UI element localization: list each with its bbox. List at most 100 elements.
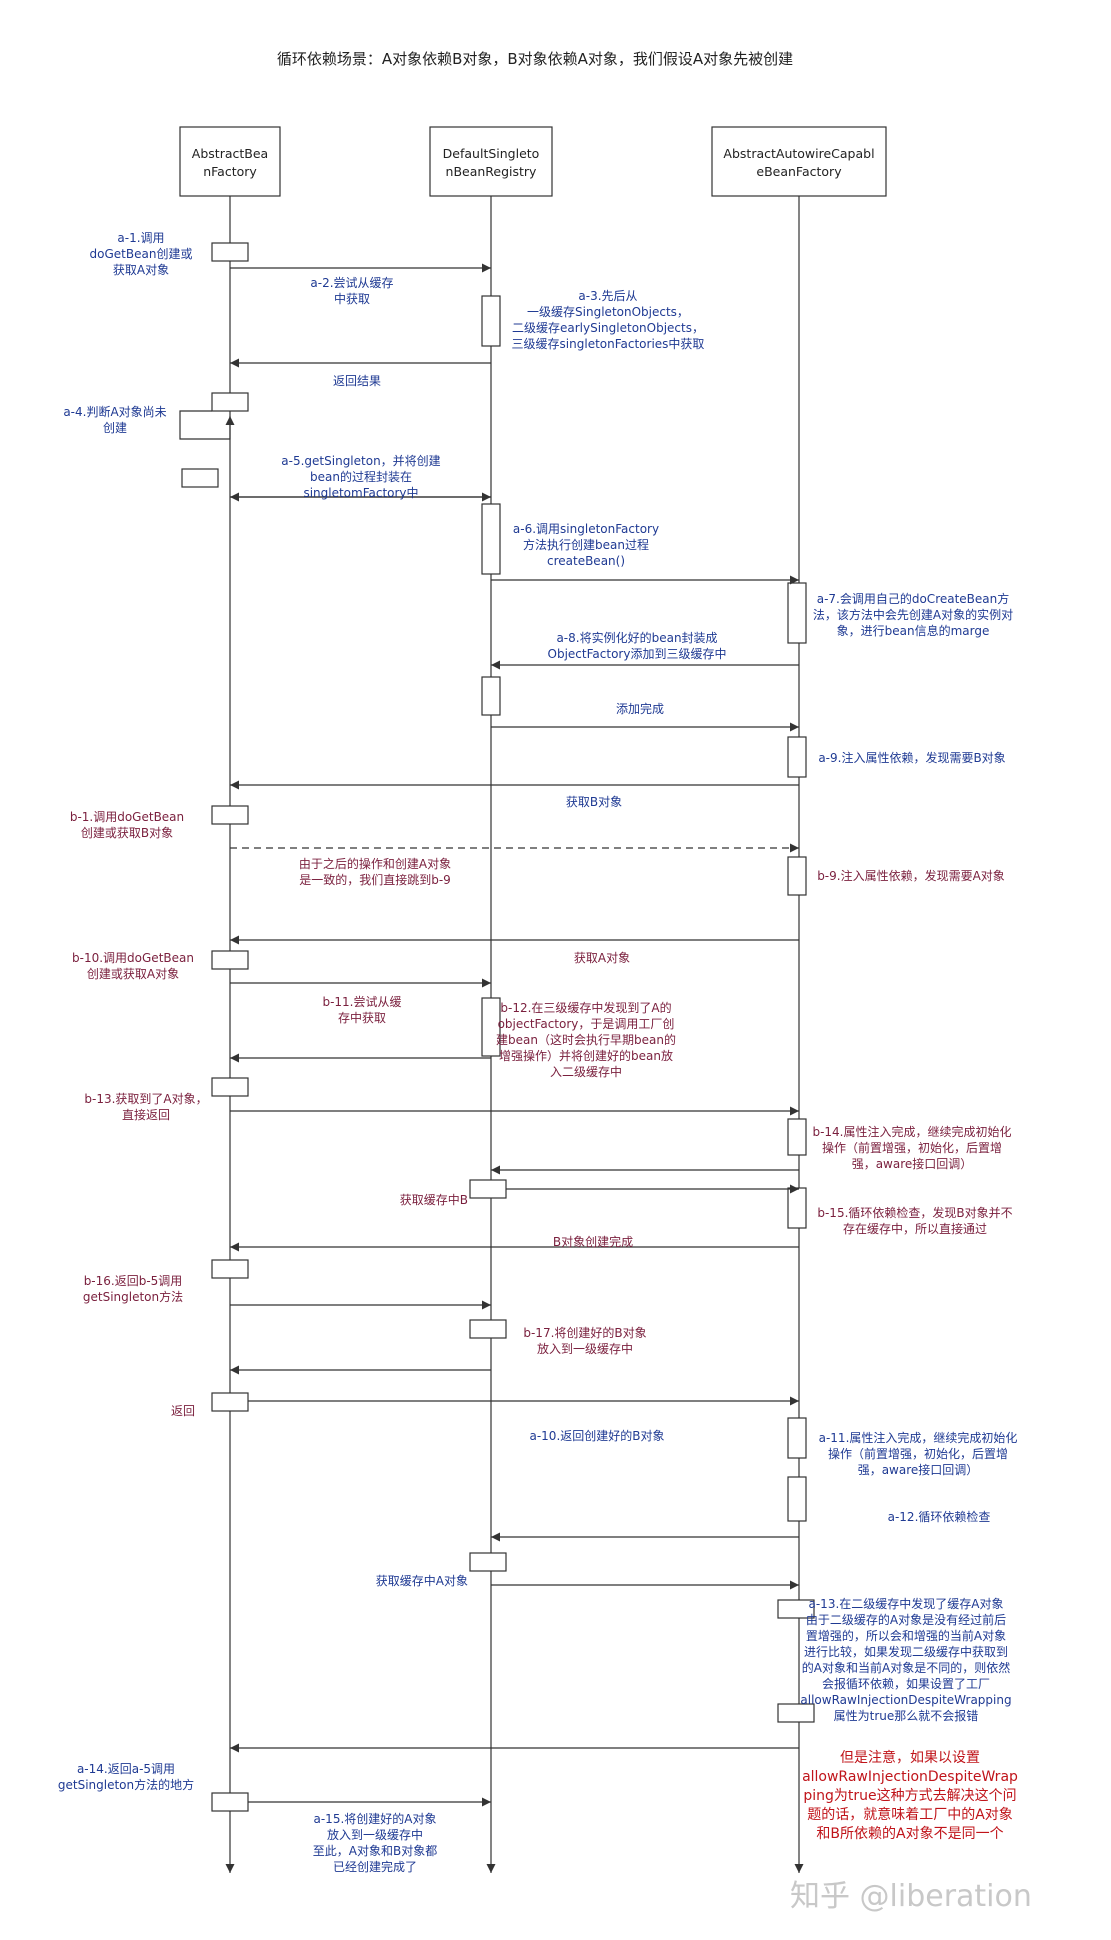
message-label-line: 获取A对象 [113,263,169,277]
message-label-line: createBean() [547,554,625,568]
message-label-a-2: a-2.尝试从缓存中获取 [310,275,393,306]
participant-label: AbstractAutowireCapabl [723,146,874,161]
message-label-line: 创建或获取B对象 [81,826,173,840]
participant-label: nBeanRegistry [446,164,538,179]
message-label-line: 进行比较，如果发现二级缓存中获取到 [804,1644,1008,1659]
message-label-ret-result: 返回结果 [333,374,381,388]
message-label-line: 象，进行bean信息的marge [837,623,990,638]
message-label-line: a-12.循环依赖检查 [888,1509,991,1524]
message-label-line: 建bean（这时会执行早期bean的 [496,1032,676,1047]
message-label-line: a-8.将实例化好的bean封装成 [556,630,717,645]
message-label-line: b-12.在三级缓存中发现到了A的 [500,1000,671,1015]
message-label-line: 操作（前置增强，初始化，后置增 [822,1140,1002,1155]
activation-box [777,1703,815,1723]
message-label-b-1: b-1.调用doGetBean 创建或获取B对象 [70,810,184,840]
participant-label: eBeanFactory [756,164,842,179]
message-label-line: b-10.调用doGetBean [72,951,194,965]
activation-box [211,242,249,262]
message-label-b-done: B对象创建完成 [553,1234,633,1249]
message-label-line: 法，该方法中会先创建A对象的实例对 [813,607,1013,622]
message-label-line: 一级缓存SingletonObjects， [527,305,689,319]
message-label-a-13: a-13.在二级缓存中发现了缓存A对象由于二级缓存的A对象是没有经过前后置增强的… [800,1596,1011,1723]
message-label-line: a-15.将创建好的A对象 [314,1811,437,1826]
message-label-line: b-11.尝试从缓 [322,994,401,1009]
message-label-line: getSingleton方法的地方 [58,1777,194,1792]
activation-box [777,1599,815,1619]
message-label-line: b-16.返回b-5调用 [84,1274,183,1288]
message-label-line: bean的过程封装在 [310,469,412,484]
message-label-get-a: 获取A对象 [574,951,630,965]
message-label-a-15: a-15.将创建好的A对象放入到一级缓存中至此，A对象和B对象都已经创建完成了 [313,1811,437,1874]
activation-box [481,503,501,575]
message-label-note: 但是注意，如果以设置 allowRawInjectionDespiteWrap pi… [802,1749,1018,1842]
message-label-add-done: 添加完成 [616,701,664,716]
activation-box [481,676,501,716]
message-label-line: getSingleton方法 [83,1289,183,1304]
message-label-line: 由于二级缓存的A对象是没有经过前后 [806,1612,1006,1627]
activation-box [211,1392,249,1412]
message-label-line: a-5.getSingleton，并将创建 [281,454,440,468]
message-label-line: b-9.注入属性依赖，发现需要A对象 [817,868,1005,883]
message-label-b-13: b-13.获取到了A对象，直接返回 [84,1092,207,1122]
message-label-line: 由于之后的操作和创建A对象 [299,856,451,871]
message-label-line: 但是注意，如果以设置 [840,1749,980,1766]
activation-box [211,1077,249,1097]
message-label-line: 直接返回 [122,1107,170,1122]
message-label-line: 存在缓存中，所以直接通过 [843,1221,987,1236]
message-arrows [179,263,799,1807]
message-label-line: a-7.会调用自己的doCreateBean方 [817,591,1010,606]
message-label-line: a-9.注入属性依赖，发现需要B对象 [818,750,1005,765]
message-label-line: 至此，A对象和B对象都 [313,1844,437,1858]
message-label-line: 添加完成 [616,701,664,716]
message-label-a-10: a-10.返回创建好的B对象 [529,1428,664,1443]
message-label-b-9: b-9.注入属性依赖，发现需要A对象 [817,868,1005,883]
message-label-line: 获取A对象 [574,951,630,965]
message-label-line: 中获取 [334,291,370,306]
message-label-line: a-10.返回创建好的B对象 [529,1428,664,1443]
message-label-line: 强，aware接口回调） [858,1462,979,1477]
message-label-line: 题的话，就意味着工厂中的A对象 [807,1806,1013,1823]
message-label-ret: 返回 [171,1404,195,1418]
participant-abstract-autowire-capable-bean-factory: AbstractAutowireCapabl eBeanFactory [711,126,887,197]
activation-box [481,997,501,1057]
message-label-line: a-2.尝试从缓存 [310,275,393,290]
message-label-jump: 由于之后的操作和创建A对象是一致的，我们直接跳到b-9 [299,856,451,887]
diagram-title: 循环依赖场景：A对象依赖B对象，B对象依赖A对象，我们假设A对象先被创建 [277,50,793,68]
message-label-line: allowRawInjectionDespiteWrapping [800,1693,1011,1707]
message-label-line: 放入到一级缓存中 [537,1341,633,1356]
watermark: 知乎 @liberation [790,1879,1032,1914]
message-label-b-14: b-14.属性注入完成，继续完成初始化操作（前置增强，初始化，后置增强，awar… [812,1124,1011,1171]
message-label-line: a-6.调用singletonFactory [513,522,659,536]
activation-box [481,295,501,347]
activation-box [181,468,219,488]
message-label-line: ObjectFactory添加到三级缓存中 [548,646,727,661]
message-label-line: a-11.属性注入完成，继续完成初始化 [819,1430,1018,1445]
activation-box [787,1187,807,1229]
message-label-line: allowRawInjectionDespiteWrap [802,1769,1018,1785]
message-label-line: 三级缓存singletonFactories中获取 [512,336,705,351]
message-label-line: 创建或获取A对象 [87,967,179,981]
message-label-b-10: b-10.调用doGetBean 创建或获取A对象 [72,951,194,981]
self-call-arrow [179,410,235,440]
message-label-line: b-15.循环依赖检查，发现B对象并不 [817,1205,1012,1220]
activation-box [787,1417,807,1459]
message-label-line: 强，aware接口回调） [852,1156,973,1171]
activation-boxes [181,242,815,1812]
participant-label: DefaultSingleto [443,146,540,161]
message-label-line: b-14.属性注入完成，继续完成初始化 [812,1124,1011,1139]
message-label-line: b-1.调用doGetBean [70,810,184,824]
message-label-line: singletomFactory中 [303,485,418,500]
message-label-line: 和B所依赖的A对象不是同一个 [816,1826,1003,1842]
message-label-line: a-3.先后从 [578,289,637,303]
message-label-a-12: a-12.循环依赖检查 [888,1509,991,1524]
message-label-line: ping为true这种方式去解决这个问 [803,1787,1016,1804]
message-label-line: 属性为true那么就不会报错 [834,1708,979,1723]
message-label-get-b: 获取B对象 [566,795,622,809]
